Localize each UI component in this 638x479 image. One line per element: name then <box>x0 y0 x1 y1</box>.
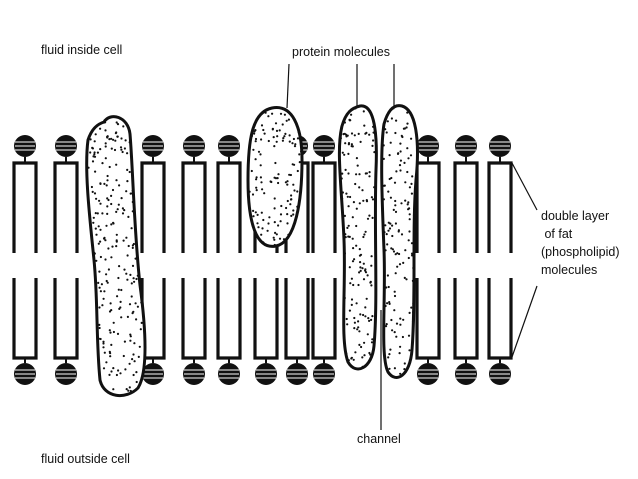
phospholipid-head <box>455 363 477 385</box>
phospholipid-layer <box>12 135 513 385</box>
phospholipid-head <box>489 363 511 385</box>
double-layer-label: double layer of fat (phospholipid) molec… <box>541 207 620 279</box>
protein-layer <box>85 104 419 397</box>
protein-blob-icon <box>246 106 304 248</box>
phospholipid-icon <box>12 135 38 385</box>
channel-label: channel <box>357 432 401 446</box>
phospholipid-head <box>489 135 511 157</box>
phospholipid-head <box>417 363 439 385</box>
phospholipid-head <box>183 135 205 157</box>
phospholipid-icon <box>415 135 441 385</box>
double-layer-leader-line <box>511 285 538 358</box>
phospholipid-head <box>417 135 439 157</box>
phospholipid-head <box>313 363 335 385</box>
phospholipid-head <box>55 363 77 385</box>
phospholipid-head <box>183 363 205 385</box>
phospholipid-head <box>218 363 240 385</box>
protein-molecules-label: protein molecules <box>292 45 390 59</box>
double-layer-leader-line <box>511 162 538 211</box>
phospholipid-icon <box>453 135 479 385</box>
phospholipid-head <box>286 363 308 385</box>
protein-leader-line <box>286 63 290 109</box>
phospholipid-head <box>313 135 335 157</box>
phospholipid-head <box>55 135 77 157</box>
phospholipid-head <box>455 135 477 157</box>
double-layer-line-3: (phospholipid) <box>541 245 620 259</box>
double-layer-line-2: of fat <box>541 227 573 241</box>
double-layer-line-1: double layer <box>541 209 610 223</box>
protein-blob-icon <box>85 115 147 397</box>
channel-protein-left-icon <box>337 104 378 371</box>
phospholipid-icon <box>216 135 242 385</box>
phospholipid-icon <box>311 135 337 385</box>
fluid-outside-label: fluid outside cell <box>41 452 130 466</box>
phospholipid-head <box>142 135 164 157</box>
fluid-inside-label: fluid inside cell <box>41 43 123 57</box>
phospholipid-icon <box>53 135 79 385</box>
phospholipid-head <box>218 135 240 157</box>
phospholipid-head <box>14 135 36 157</box>
phospholipid-head <box>142 363 164 385</box>
phospholipid-icon <box>487 135 513 385</box>
phospholipid-icon <box>181 135 207 385</box>
leader-lines <box>286 63 538 430</box>
double-layer-line-4: molecules <box>541 263 598 277</box>
phospholipid-head <box>14 363 36 385</box>
phospholipid-head <box>255 363 277 385</box>
